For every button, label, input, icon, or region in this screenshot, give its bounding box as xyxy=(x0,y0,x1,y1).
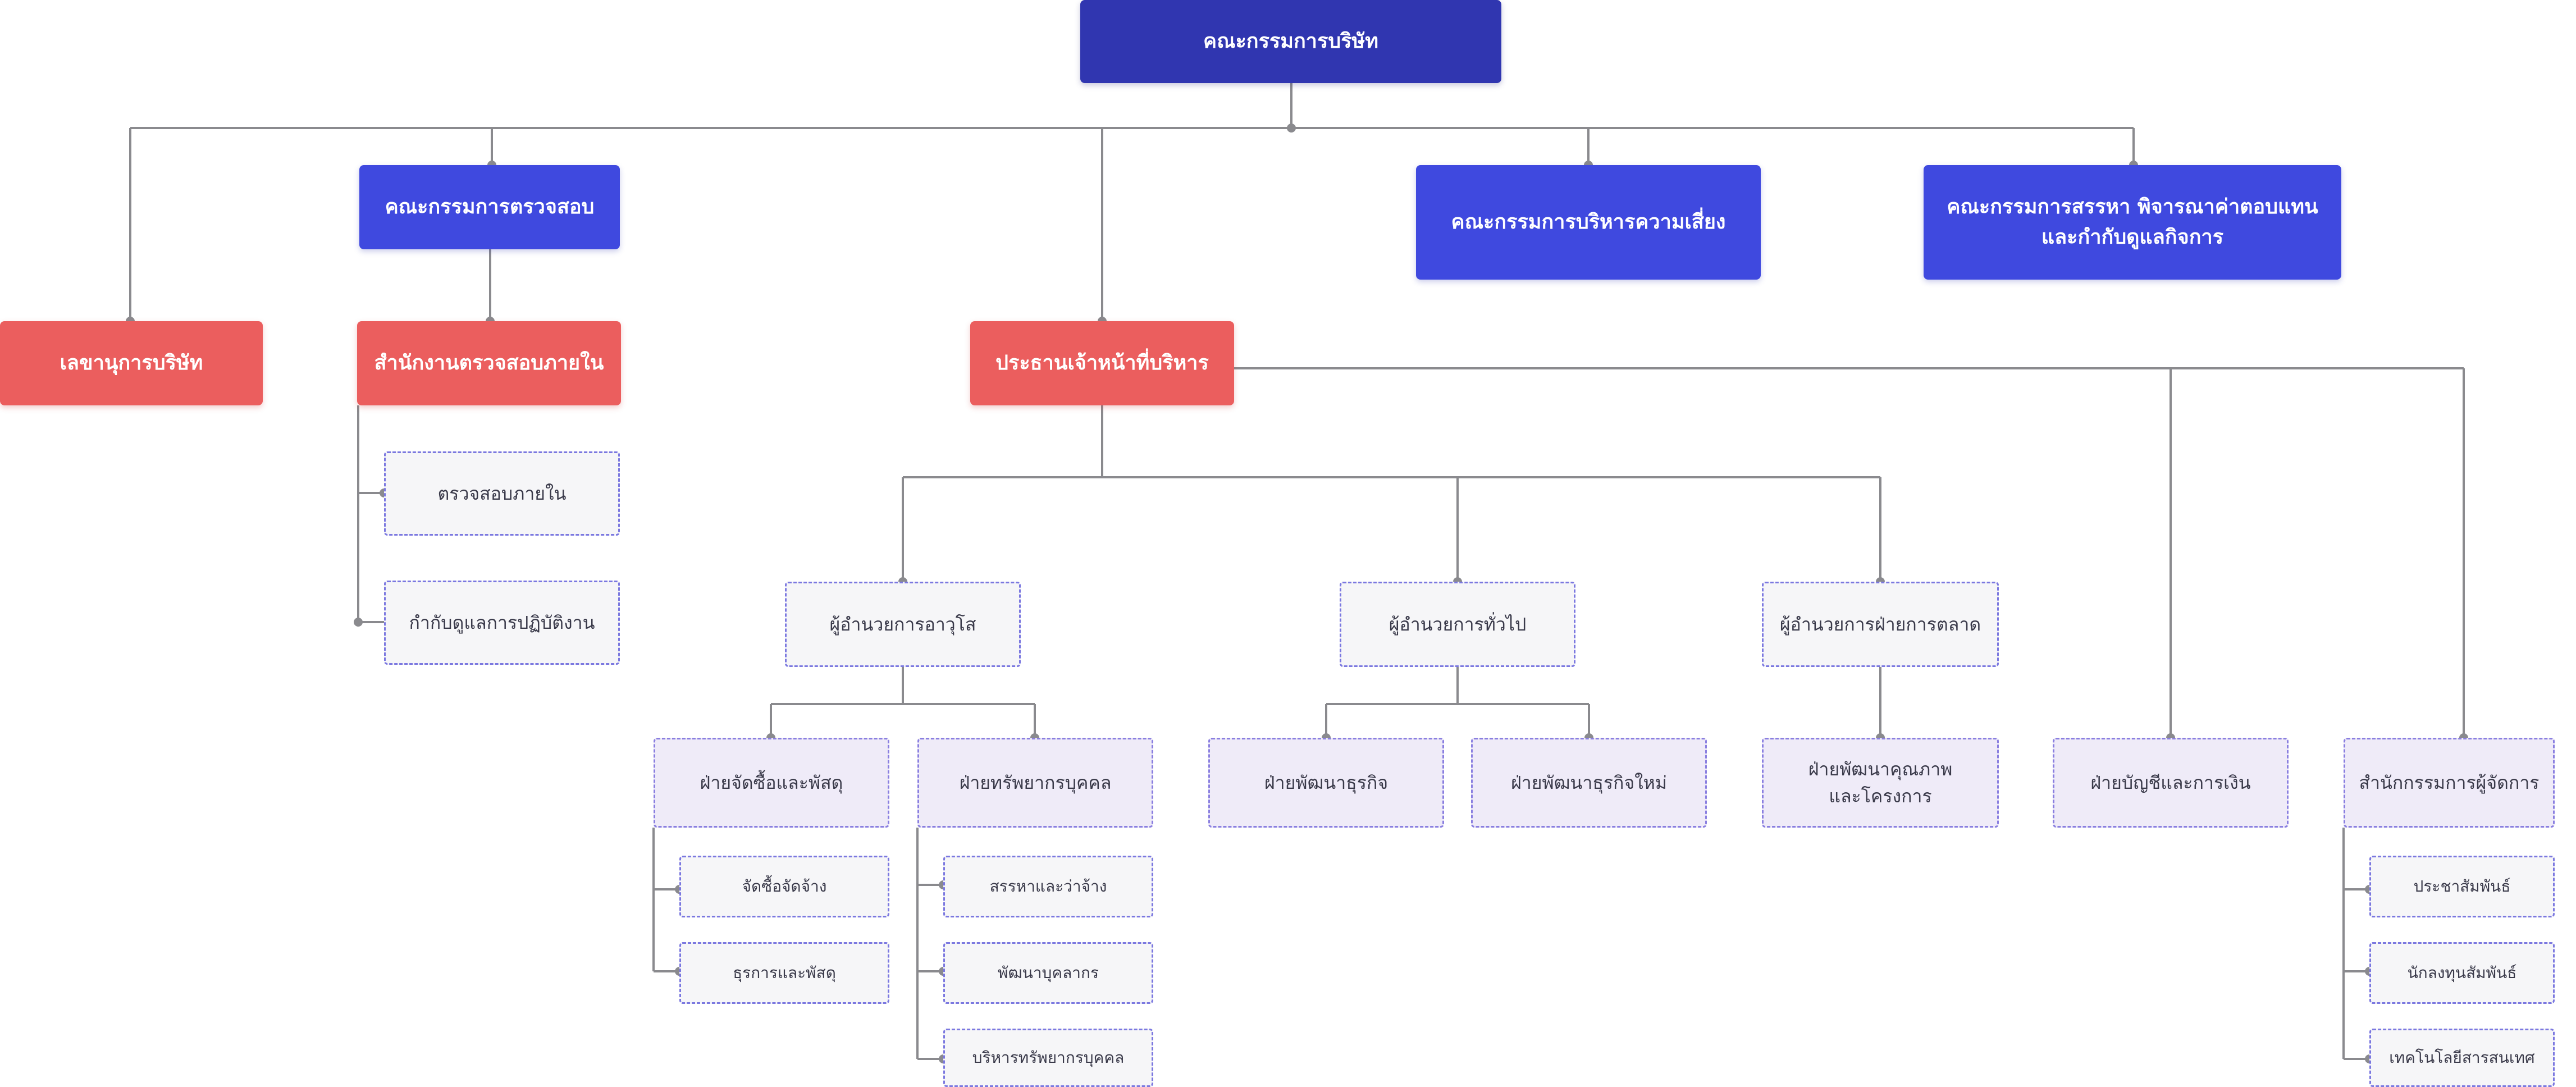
it-unit: เทคโนโลยีสารสนเทศ xyxy=(2369,1029,2555,1087)
audit-committee-label: คณะกรรมการตรวจสอบ xyxy=(385,195,595,218)
company-secretary-label: เลขานุการบริษัท xyxy=(60,351,203,374)
internal-audit-office-node: สำนักงานตรวจสอบภายใน xyxy=(357,321,621,405)
recruitment-unit-label: สรรหาและว่าจ้าง xyxy=(989,877,1107,896)
md-office-node: สำนักกรรมการผู้จัดการ xyxy=(2344,738,2555,828)
general-director-label: ผู้อำนวยการทั่วไป xyxy=(1389,614,1527,635)
procurement-division-node: ฝ่ายจัดซื้อและพัสดุ xyxy=(654,738,889,828)
admin-supplies-unit: ธุรการและพัสดุ xyxy=(679,942,889,1004)
ceo-label: ประธานเจ้าหน้าที่บริหาร xyxy=(995,351,1209,374)
board-of-directors-node: คณะกรรมการบริษัท xyxy=(1080,0,1501,83)
quality-dev-division-node: ฝ่ายพัฒนาคุณภาพ และโครงการ xyxy=(1762,738,1999,828)
it-unit-label: เทคโนโลยีสารสนเทศ xyxy=(2389,1048,2535,1067)
compliance-unit: กำกับดูแลการปฏิบัติงาน xyxy=(384,581,620,665)
md-office-label: สำนักกรรมการผู้จัดการ xyxy=(2359,772,2540,793)
ceo-node: ประธานเจ้าหน้าที่บริหาร xyxy=(970,321,1234,405)
new-business-dev-division-node: ฝ่ายพัฒนาธุรกิจใหม่ xyxy=(1471,738,1707,828)
marketing-director-label: ผู้อำนวยการฝ่ายการตลาด xyxy=(1779,614,1981,635)
finance-division-label: ฝ่ายบัญชีและการเงิน xyxy=(2090,772,2251,793)
recruitment-unit: สรรหาและว่าจ้าง xyxy=(943,856,1153,917)
risk-committee-label: คณะกรรมการบริหารความเสี่ยง xyxy=(1451,211,1726,234)
investor-relations-unit: นักลงทุนสัมพันธ์ xyxy=(2369,942,2555,1004)
personnel-dev-unit-label: พัฒนาบุคลากร xyxy=(998,963,1099,982)
business-dev-division-node: ฝ่ายพัฒนาธุรกิจ xyxy=(1208,738,1444,828)
company-secretary-node: เลขานุการบริษัท xyxy=(0,321,263,405)
hr-management-unit: บริหารทรัพยากรบุคคล xyxy=(943,1029,1153,1087)
nomination-committee-label-line2: และกำกับดูแลกิจการ xyxy=(2041,226,2224,249)
internal-audit-unit: ตรวจสอบภายใน xyxy=(384,451,620,536)
new-business-dev-division-label: ฝ่ายพัฒนาธุรกิจใหม่ xyxy=(1511,772,1667,793)
quality-dev-division-label-line2: และโครงการ xyxy=(1829,785,1932,807)
business-dev-division-label: ฝ่ายพัฒนาธุรกิจ xyxy=(1264,772,1389,793)
purchasing-hiring-unit: จัดซื้อจัดจ้าง xyxy=(679,856,889,917)
risk-committee-node: คณะกรรมการบริหารความเสี่ยง xyxy=(1416,165,1761,280)
admin-supplies-unit-label: ธุรการและพัสดุ xyxy=(733,963,836,982)
hr-division-label: ฝ่ายทรัพยากรบุคคล xyxy=(959,772,1112,793)
purchasing-hiring-unit-label: จัดซื้อจัดจ้าง xyxy=(742,877,827,896)
compliance-unit-label: กำกับดูแลการปฏิบัติงาน xyxy=(409,612,595,633)
procurement-division-label: ฝ่ายจัดซื้อและพัสดุ xyxy=(700,772,843,793)
nomination-committee-label-line1: คณะกรรมการสรรหา พิจารณาค่าตอบแทน xyxy=(1947,195,2318,218)
hr-management-unit-label: บริหารทรัพยากรบุคคล xyxy=(972,1048,1125,1067)
marketing-director-node: ผู้อำนวยการฝ่ายการตลาด xyxy=(1762,582,1999,667)
internal-audit-office-label: สำนักงานตรวจสอบภายใน xyxy=(374,351,604,374)
investor-relations-unit-label: นักลงทุนสัมพันธ์ xyxy=(2407,963,2517,982)
hr-division-node: ฝ่ายทรัพยากรบุคคล xyxy=(917,738,1153,828)
general-director-node: ผู้อำนวยการทั่วไป xyxy=(1340,582,1575,667)
senior-director-node: ผู้อำนวยการอาวุโส xyxy=(785,582,1021,667)
senior-director-label: ผู้อำนวยการอาวุโส xyxy=(829,614,976,635)
finance-division-node: ฝ่ายบัญชีและการเงิน xyxy=(2053,738,2289,828)
quality-dev-division-label-line1: ฝ่ายพัฒนาคุณภาพ xyxy=(1808,759,1953,780)
public-relations-unit-label: ประชาสัมพันธ์ xyxy=(2413,877,2511,896)
nomination-committee-node: คณะกรรมการสรรหา พิจารณาค่าตอบแทน และกำกั… xyxy=(1924,165,2341,280)
internal-audit-unit-label: ตรวจสอบภายใน xyxy=(437,483,567,504)
audit-committee-node: คณะกรรมการตรวจสอบ xyxy=(359,165,620,249)
personnel-dev-unit: พัฒนาบุคลากร xyxy=(943,942,1153,1004)
public-relations-unit: ประชาสัมพันธ์ xyxy=(2369,856,2555,917)
board-of-directors-label: คณะกรรมการบริษัท xyxy=(1203,30,1378,53)
